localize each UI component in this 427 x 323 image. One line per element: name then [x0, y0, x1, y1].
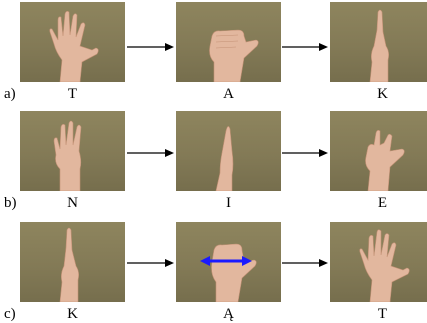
- hand-photo-pointing-up: [330, 2, 427, 82]
- sign-letter: Ą: [176, 306, 281, 323]
- sign-letter: T: [330, 306, 427, 323]
- row-c: c) K Ą T: [0, 222, 427, 322]
- sign-letter: I: [176, 195, 281, 212]
- sign-letter: E: [330, 195, 427, 212]
- hand-photo-e-shape: [330, 111, 427, 191]
- sign-letter: A: [176, 86, 281, 103]
- arrow-right: [127, 258, 174, 268]
- sign-letter: K: [20, 306, 125, 323]
- row-label: c): [4, 306, 16, 323]
- hand-photo-fist: [176, 2, 281, 82]
- hand-photo-open-palm: [20, 2, 125, 82]
- row-label: a): [4, 86, 16, 103]
- hand-photo-four-fingers: [20, 111, 125, 191]
- hand-photo-flat-side: [176, 111, 281, 191]
- sign-letter: T: [20, 86, 125, 103]
- arrow-right: [127, 148, 174, 158]
- row-b: b) N I E: [0, 111, 427, 211]
- hand-photo-pointing-up: [20, 222, 125, 302]
- row-a: a) T A K: [0, 2, 427, 102]
- arrow-right: [282, 258, 328, 268]
- hand-photo-open-palm: [330, 222, 427, 302]
- row-label: b): [4, 195, 17, 212]
- arrow-right: [127, 42, 174, 52]
- sign-letter: N: [20, 195, 125, 212]
- sign-letter: K: [330, 86, 427, 103]
- hand-photo-fist-with-motion: [176, 222, 281, 302]
- arrow-right: [282, 148, 328, 158]
- arrow-right: [282, 42, 328, 52]
